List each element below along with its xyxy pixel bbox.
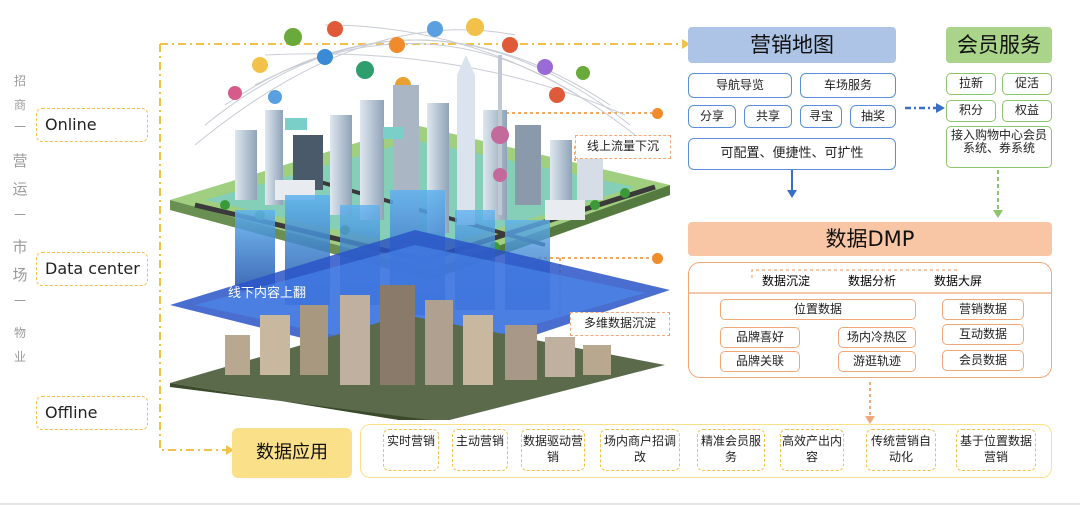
- vertical-char: 业: [13, 350, 26, 364]
- navigation-guide-item[interactable]: 导航导览: [688, 73, 792, 98]
- dmp-title: 数据DMP: [688, 222, 1052, 256]
- bottom-divider: [0, 503, 1080, 505]
- dmp-data-dashboard: 数据大屏: [933, 274, 982, 288]
- online-flow-note: 线上流量下沉: [575, 135, 671, 159]
- vertical-char: 商: [13, 98, 26, 112]
- bottom-buildings: [225, 285, 611, 385]
- activate-item[interactable]: 促活: [1002, 73, 1052, 95]
- interaction-data[interactable]: 互动数据: [942, 324, 1024, 345]
- smart-city-illustration: [170, 18, 670, 420]
- connector-dot: [652, 253, 663, 264]
- vertical-char: 市: [12, 238, 28, 256]
- data-application-panel: [360, 424, 1052, 478]
- vertical-char: 物: [13, 326, 26, 340]
- co-share-item[interactable]: 共享: [744, 105, 792, 128]
- app-icons: [228, 18, 590, 108]
- dmp-panel: [688, 262, 1052, 378]
- marketing-map-title: 营销地图: [688, 27, 896, 63]
- vertical-char: 场: [12, 266, 28, 284]
- app-proactive-marketing[interactable]: 主动营销: [452, 429, 508, 471]
- vertical-char: 营: [12, 152, 28, 170]
- brand-preference[interactable]: 品牌喜好: [720, 327, 800, 348]
- brand-association[interactable]: 品牌关联: [720, 351, 800, 372]
- vertical-char: 运: [12, 180, 28, 198]
- network-dome: [194, 24, 636, 146]
- vertical-char: 一: [13, 120, 26, 134]
- lottery-item[interactable]: 抽奖: [850, 105, 896, 128]
- layer-label-offline: Offline: [36, 396, 148, 430]
- layer-label-online: Online: [36, 108, 148, 142]
- dmp-data-accumulation: 数据沉淀: [761, 274, 810, 288]
- member-service-title: 会员服务: [946, 27, 1052, 63]
- marketing-map-feature: 可配置、便捷性、可扩性: [688, 138, 896, 170]
- connector-dot: [652, 108, 663, 119]
- points-item[interactable]: 积分: [946, 100, 996, 122]
- benefits-item[interactable]: 权益: [1002, 100, 1052, 122]
- member-data[interactable]: 会员数据: [942, 350, 1024, 371]
- browsing-track[interactable]: 游逛轨迹: [838, 351, 916, 372]
- app-content-output[interactable]: 高效产出内容: [780, 429, 844, 471]
- app-tenant-adjustment[interactable]: 场内商户招调改: [600, 429, 680, 471]
- acquire-item[interactable]: 拉新: [946, 73, 996, 95]
- inner-layer-label: 线下内容上翻: [228, 286, 307, 301]
- member-system-access: 接入购物中心会员系统、券系统: [946, 126, 1052, 168]
- vertical-char: 一: [13, 208, 26, 222]
- vertical-char: 一: [13, 294, 26, 308]
- location-data[interactable]: 位置数据: [720, 299, 916, 320]
- data-center-layer: [170, 190, 670, 370]
- dmp-data-analysis: 数据分析: [847, 274, 896, 288]
- data-application-title: 数据应用: [232, 428, 352, 478]
- share-item[interactable]: 分享: [688, 105, 736, 128]
- app-marketing-automation[interactable]: 传统营销自动化: [866, 429, 936, 471]
- app-data-driven-marketing[interactable]: 数据驱动营销: [521, 429, 585, 471]
- app-location-marketing[interactable]: 基于位置数据营销: [956, 429, 1036, 471]
- app-member-service[interactable]: 精准会员服务: [697, 429, 765, 471]
- data-accumulation-note: 多维数据沉淀: [570, 312, 670, 336]
- app-realtime-marketing[interactable]: 实时营销: [383, 429, 439, 471]
- marketing-data[interactable]: 营销数据: [942, 299, 1024, 320]
- layer-label-data-center: Data center: [36, 252, 148, 286]
- parking-service-item[interactable]: 车场服务: [800, 73, 896, 98]
- vertical-char: 招: [13, 74, 26, 88]
- treasure-hunt-item[interactable]: 寻宝: [800, 105, 842, 128]
- hot-cold-zones[interactable]: 场内冷热区: [838, 327, 916, 348]
